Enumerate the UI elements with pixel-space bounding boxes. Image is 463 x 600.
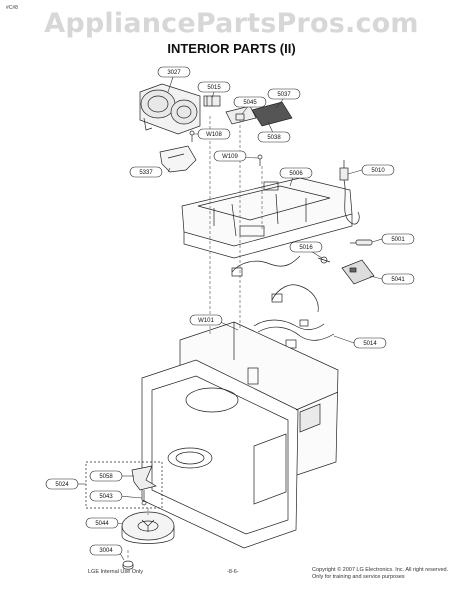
callout-5014: 5014	[353, 337, 387, 349]
oven-cavity	[141, 321, 339, 549]
callout-3004: 3004	[89, 544, 123, 556]
callout-5037: 5037	[267, 88, 301, 100]
wire-clip	[317, 256, 331, 264]
callout-label: 5016	[299, 245, 313, 251]
callout-label: 5014	[363, 341, 377, 347]
callout-5038: 5038	[257, 131, 291, 143]
stirrer-group	[85, 461, 163, 509]
fan-motor-assembly	[139, 83, 201, 135]
damper-part	[225, 105, 257, 125]
callout-label: 5015	[207, 85, 221, 91]
thermistor	[350, 239, 373, 246]
callout-W109: W109	[213, 150, 247, 162]
callout-W101: W101	[189, 314, 223, 326]
callout-5016: 5016	[289, 241, 323, 253]
small-motor-part	[203, 95, 221, 107]
screw-w109	[257, 154, 263, 166]
callout-label: 5044	[95, 521, 109, 527]
callout-label: 5001	[391, 237, 405, 243]
callout-5024: 5024	[45, 478, 79, 490]
callout-3027: 3027	[157, 66, 191, 78]
callout-5041: 5041	[381, 273, 415, 285]
relay-board	[341, 259, 375, 285]
callout-label: 5337	[139, 170, 153, 176]
callout-label: 5038	[267, 135, 281, 141]
screw-w108	[189, 130, 195, 142]
callout-5337: 5337	[129, 166, 163, 178]
callout-5058: 5058	[89, 470, 123, 482]
callout-label: W101	[198, 318, 214, 324]
callout-5043: 5043	[89, 490, 123, 502]
footer-copyright: Copyright © 2007 LG Electronics. Inc. Al…	[312, 567, 448, 581]
turntable-motor	[121, 511, 175, 544]
base-plate	[181, 177, 353, 259]
callout-5044: 5044	[85, 517, 119, 529]
footer-internal-use: LGE Internal Use Only	[88, 569, 144, 575]
callout-label: W108	[206, 132, 222, 138]
callout-5010: 5010	[361, 164, 395, 176]
callout-label: 3004	[99, 548, 113, 554]
callout-5001: 5001	[381, 233, 415, 245]
power-cord	[339, 160, 360, 225]
callout-label: W109	[222, 154, 238, 160]
callout-label: 5006	[289, 171, 303, 177]
copyright-line: Copyright © 2007 LG Electronics. Inc. Al…	[312, 567, 449, 573]
page-title: INTERIOR PARTS (II)	[167, 41, 296, 56]
callout-5015: 5015	[197, 81, 231, 93]
corner-code: #C#8	[6, 5, 18, 11]
callout-5006: 5006	[279, 167, 313, 179]
callout-label: 5058	[99, 474, 113, 480]
watermark: AppliancePartsPros.com	[44, 8, 419, 39]
footer-page-number: -8-6-	[227, 569, 239, 575]
bracket-part	[159, 145, 197, 173]
callout-label: 5010	[371, 168, 385, 174]
foot-part	[122, 560, 134, 570]
callout-label: 3027	[167, 70, 181, 76]
callout-label: 5037	[277, 92, 291, 98]
callout-label: 5041	[391, 277, 405, 283]
callout-label: 5043	[99, 494, 113, 500]
callout-label: 5045	[243, 100, 257, 106]
callout-5045: 5045	[233, 96, 267, 108]
training-notice: Only for training and service purposes	[312, 574, 405, 580]
callout-W108: W108	[197, 128, 231, 140]
charcoal-filter	[251, 101, 293, 127]
callout-label: 5024	[55, 482, 69, 488]
